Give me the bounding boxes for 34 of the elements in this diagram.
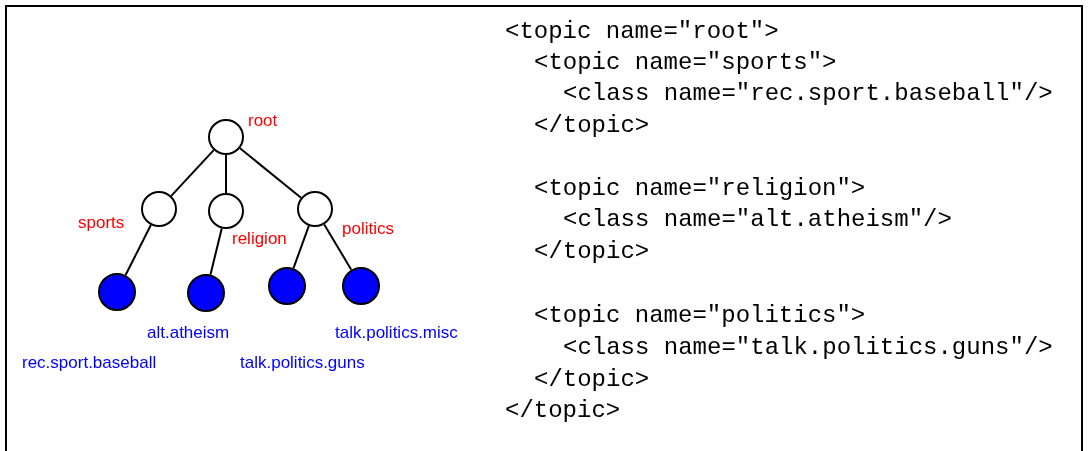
xml-code-line: </topic> <box>534 366 650 394</box>
node-label: talk.politics.guns <box>240 353 365 373</box>
tree-node-circle <box>141 191 177 227</box>
xml-code-line: <class name="talk.politics.guns"/> <box>563 334 1053 362</box>
tree-branch-line <box>239 147 302 199</box>
tree-node-circle <box>342 267 380 305</box>
tree-node-circle <box>268 267 306 305</box>
tree-branch-line <box>323 223 353 271</box>
tree-branch-line <box>170 149 215 197</box>
tree-branch-line <box>292 224 310 270</box>
tree-node-circle <box>208 119 244 155</box>
node-label: sports <box>78 213 125 233</box>
tree-branch-line <box>209 227 223 276</box>
xml-code-line: <class name="alt.atheism"/> <box>563 206 952 234</box>
node-label: talk.politics.misc <box>335 323 458 343</box>
tree-branch-line <box>225 154 227 194</box>
xml-code-line: </topic> <box>534 238 650 266</box>
tree-node-circle <box>187 274 225 312</box>
xml-code-line: <topic name="politics"> <box>534 302 866 330</box>
tree-branch-line <box>124 224 152 277</box>
tree-node-circle <box>98 273 136 311</box>
xml-code-line: </topic> <box>505 397 621 425</box>
tree-node-circle <box>297 191 333 227</box>
xml-code-line: <topic name="sports"> <box>534 49 837 77</box>
node-label: rec.sport.baseball <box>22 353 157 373</box>
node-label: politics <box>342 219 394 239</box>
xml-code-line: <topic name="religion"> <box>534 175 866 203</box>
tree-node-circle <box>208 193 244 229</box>
xml-code-line: </topic> <box>534 112 650 140</box>
xml-code-line: <topic name="root"> <box>505 18 779 46</box>
node-label: religion <box>232 229 287 249</box>
node-label: root <box>248 111 278 131</box>
xml-code-line: <class name="rec.sport.baseball"/> <box>563 80 1053 108</box>
node-label: alt.atheism <box>147 323 230 343</box>
